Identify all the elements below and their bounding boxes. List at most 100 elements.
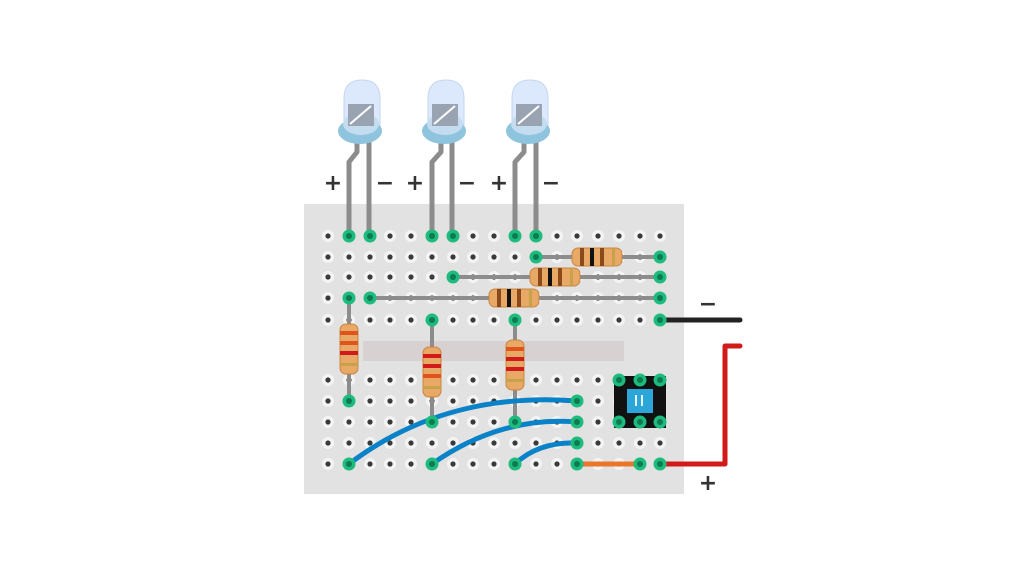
hole xyxy=(367,274,373,280)
hole xyxy=(387,461,393,467)
hole xyxy=(450,377,456,383)
hole xyxy=(657,440,663,446)
hole xyxy=(470,233,476,239)
hole xyxy=(325,295,331,301)
connected-hole-center xyxy=(512,461,518,467)
connected-hole-center xyxy=(346,295,352,301)
hole xyxy=(491,317,497,323)
connected-hole-center xyxy=(533,233,539,239)
hole xyxy=(595,377,601,383)
hole xyxy=(470,419,476,425)
hole xyxy=(616,317,622,323)
hole xyxy=(408,419,414,425)
hole xyxy=(450,317,456,323)
hole xyxy=(637,233,643,239)
led-2-minus-label: − xyxy=(458,171,476,196)
hole xyxy=(491,233,497,239)
hole xyxy=(367,419,373,425)
ground-minus-label: − xyxy=(699,292,717,317)
connected-hole-center xyxy=(367,295,373,301)
hole xyxy=(408,233,414,239)
connected-hole-center xyxy=(346,233,352,239)
led-1-plus-label: + xyxy=(324,171,342,196)
hole xyxy=(595,398,601,404)
connected-hole-center xyxy=(429,419,435,425)
hole xyxy=(387,419,393,425)
led-1-anode-lead xyxy=(346,137,360,239)
hole xyxy=(491,440,497,446)
hole xyxy=(470,398,476,404)
hole xyxy=(387,274,393,280)
resistor-r5 xyxy=(422,346,442,398)
hole xyxy=(429,254,435,260)
led-1-minus-label: − xyxy=(376,171,394,196)
led-3 xyxy=(506,79,550,144)
led-2 xyxy=(422,79,466,144)
led-3-anode-lead xyxy=(512,137,527,239)
hole xyxy=(408,398,414,404)
hole xyxy=(595,233,601,239)
hole xyxy=(325,461,331,467)
hole xyxy=(637,440,643,446)
hole xyxy=(595,317,601,323)
hole xyxy=(533,317,539,323)
connected-hole-center xyxy=(637,419,643,425)
connected-hole-center xyxy=(512,419,518,425)
hole xyxy=(346,440,352,446)
hole xyxy=(387,254,393,260)
hole xyxy=(470,461,476,467)
jumper-wire-blue-2 xyxy=(429,418,580,467)
connected-hole-center xyxy=(450,274,456,280)
connected-hole-center xyxy=(657,295,663,301)
hole xyxy=(387,398,393,404)
connected-hole-center xyxy=(616,419,622,425)
led-leads xyxy=(346,137,539,239)
led-3-minus-label: − xyxy=(542,171,560,196)
hole xyxy=(408,274,414,280)
connected-hole-center xyxy=(657,274,663,280)
hole xyxy=(367,461,373,467)
connected-hole-center xyxy=(367,233,373,239)
hole xyxy=(450,254,456,260)
connected-hole-center xyxy=(657,377,663,383)
hole xyxy=(367,440,373,446)
hole xyxy=(470,317,476,323)
hole xyxy=(491,461,497,467)
hole xyxy=(554,377,560,383)
led-3-plus-label: + xyxy=(490,171,508,196)
led-1 xyxy=(338,79,382,144)
connected-hole-center xyxy=(657,254,663,260)
jumper-wire-blue-1 xyxy=(346,397,580,467)
connected-hole-center xyxy=(574,440,580,446)
hole xyxy=(574,317,580,323)
connected-hole-center xyxy=(574,398,580,404)
hole xyxy=(491,419,497,425)
hole xyxy=(325,440,331,446)
connected-hole-center xyxy=(616,377,622,383)
connected-hole-center xyxy=(429,317,435,323)
hole xyxy=(512,440,518,446)
hole xyxy=(595,419,601,425)
hole xyxy=(325,233,331,239)
connected-hole-center xyxy=(429,233,435,239)
breadboard-center-channel xyxy=(363,341,624,361)
hole xyxy=(367,377,373,383)
connected-holes xyxy=(342,229,667,471)
connected-hole-center xyxy=(637,377,643,383)
power-wire xyxy=(657,343,743,467)
connected-hole-center xyxy=(574,461,580,467)
resistor-r4 xyxy=(339,323,359,375)
hole xyxy=(387,317,393,323)
connected-hole-center xyxy=(657,419,663,425)
connected-hole-center xyxy=(512,233,518,239)
hole xyxy=(533,440,539,446)
hole xyxy=(533,461,539,467)
hole xyxy=(325,377,331,383)
connected-hole-center xyxy=(574,419,580,425)
hole xyxy=(554,461,560,467)
hole xyxy=(346,274,352,280)
hole xyxy=(533,377,539,383)
hole xyxy=(408,440,414,446)
hole xyxy=(325,419,331,425)
